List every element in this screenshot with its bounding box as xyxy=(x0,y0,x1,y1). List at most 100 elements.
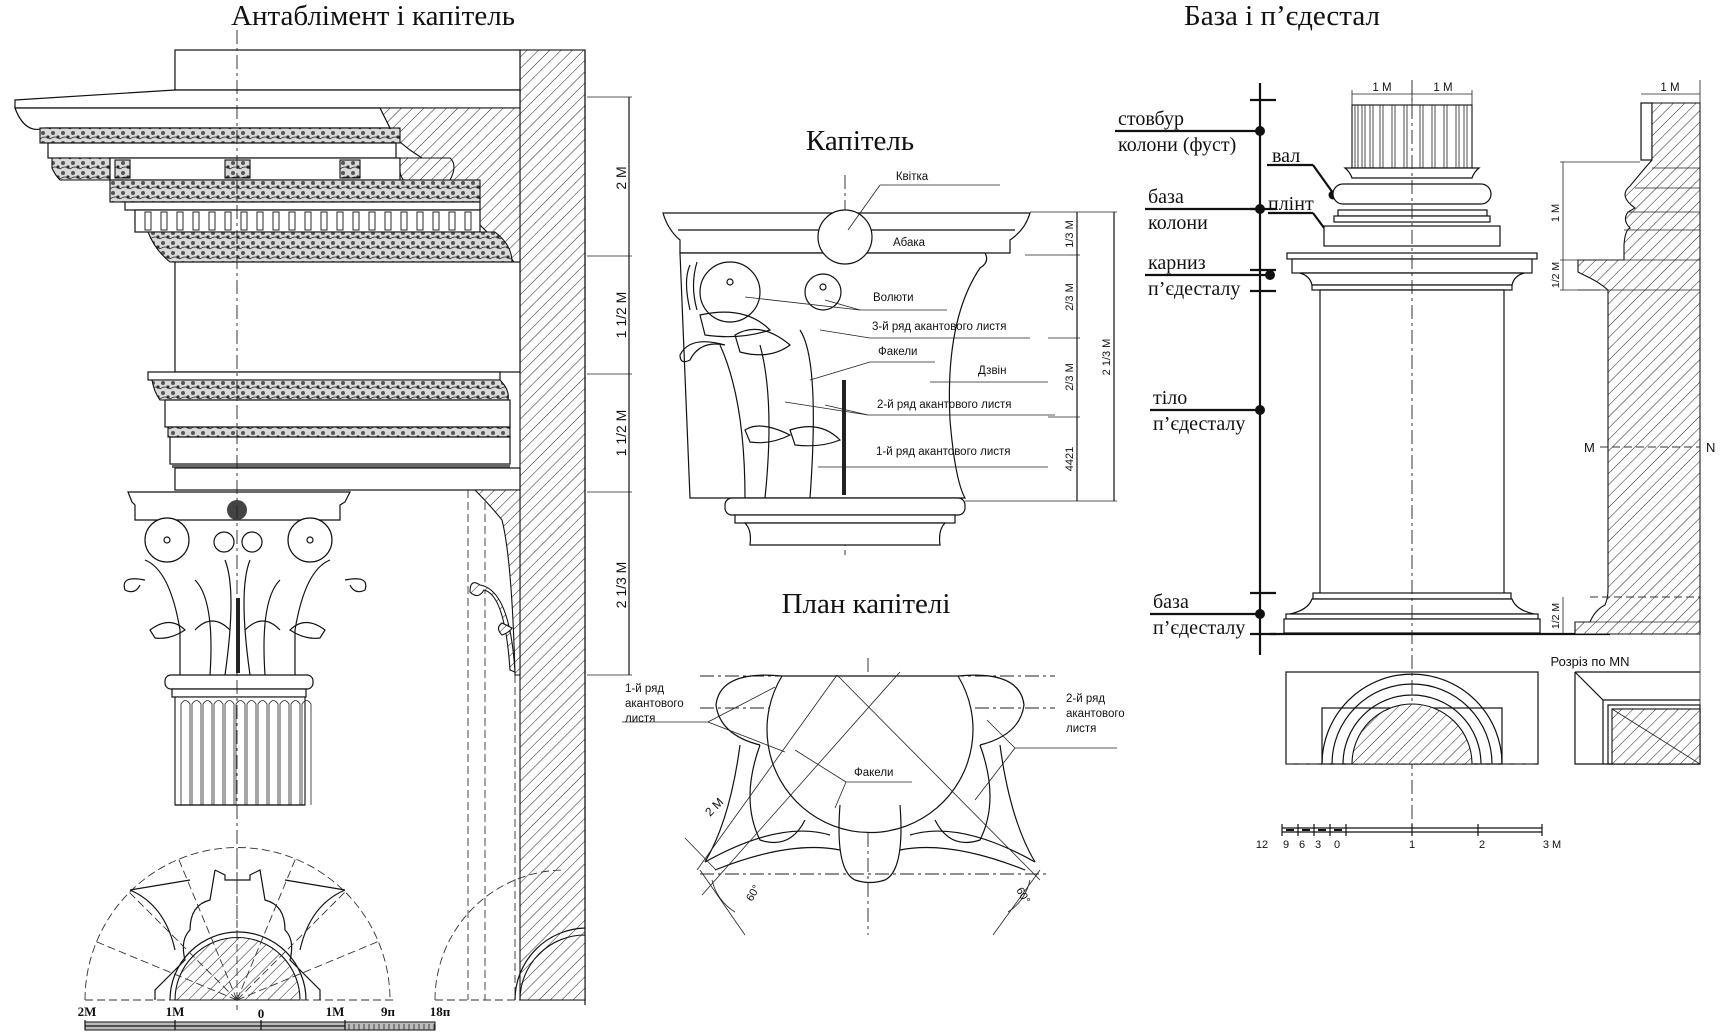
dentil xyxy=(464,211,472,231)
scale-label: 1M xyxy=(326,1004,345,1019)
flute xyxy=(202,700,213,805)
dentil xyxy=(432,211,440,231)
dentil xyxy=(240,211,248,231)
part-label: тіло xyxy=(1153,387,1187,409)
scale-label: 9 xyxy=(1283,839,1289,851)
label-acanthus-row-1: 1-й ряд акантового листя xyxy=(876,446,1011,458)
scale-label: 12 xyxy=(1256,839,1268,851)
flute xyxy=(279,700,290,805)
scale-label: 18п xyxy=(430,1004,451,1019)
label-plan-row-2: 2-й ряд акантового листя xyxy=(1066,693,1128,735)
flute xyxy=(191,700,202,805)
scale-label: 6 xyxy=(1299,839,1305,851)
plan-ray xyxy=(236,941,378,1001)
flute xyxy=(301,700,312,805)
flute xyxy=(290,700,301,805)
flute xyxy=(235,700,246,805)
cut-mark-m: M xyxy=(1584,440,1595,455)
dim-capital-total: 2 1/3 M xyxy=(1101,339,1113,376)
dentil xyxy=(272,211,280,231)
dim-top-right: 1 M xyxy=(1433,82,1452,94)
shaft-outline xyxy=(174,696,306,806)
scale-label: 9п xyxy=(381,1004,396,1019)
scale-fill xyxy=(1318,829,1326,831)
scale-label: 3 xyxy=(1315,839,1321,851)
dim-frieze: 1 1/2 M xyxy=(613,292,629,339)
scale-label: 0 xyxy=(1334,839,1340,851)
pedestal-section: 1 M 1 M 1/2 M 1/2 M M N xyxy=(1550,80,1715,720)
dentil xyxy=(176,211,184,231)
flute xyxy=(180,700,191,805)
scale-label: 1M xyxy=(166,1004,185,1019)
column-plan-left xyxy=(84,847,395,1001)
dentil xyxy=(192,211,200,231)
flower-rosette xyxy=(817,209,873,265)
capital-detail: Квітка Абака Волюти 3-й ряд акантового л… xyxy=(662,171,1117,555)
flute xyxy=(246,700,257,805)
corinthian-capital-elevation xyxy=(123,491,367,698)
plan-ray xyxy=(129,892,238,1001)
plan-ray xyxy=(96,941,238,1001)
title-entablature-capital: Антаблімент і капітель xyxy=(231,0,515,32)
dentil xyxy=(144,211,152,231)
label-plan-row-1: 1-й ряд акантового листя xyxy=(625,683,687,725)
part-label: п’єдесталу xyxy=(1153,413,1245,435)
dim-row-2-zone: 2/3 M xyxy=(1064,363,1076,391)
leader-dot xyxy=(1265,270,1275,280)
part-label: п’єдесталу xyxy=(1153,617,1245,639)
frieze xyxy=(174,261,521,373)
title-base-pedestal: База і п’єдестал xyxy=(1184,0,1380,32)
column-plan-right xyxy=(434,869,586,1001)
part-label: колони (фуст) xyxy=(1118,134,1236,156)
dentil xyxy=(256,211,264,231)
base-plan xyxy=(1285,671,1539,765)
dentil xyxy=(400,211,408,231)
dentil xyxy=(224,211,232,231)
label-torches: Факели xyxy=(878,346,917,358)
label-plan-torches: Факели xyxy=(854,767,893,779)
dentil xyxy=(416,211,424,231)
dim-row-1-zone: 4421 xyxy=(1064,447,1076,471)
label-acanthus-row-3: 3-й ряд акантового листя xyxy=(872,321,1007,333)
scale-label: 2 xyxy=(1479,839,1485,851)
title-capital: Капітель xyxy=(806,125,914,157)
dentil xyxy=(368,211,376,231)
dim-volute-zone: 2/3 M xyxy=(1064,283,1076,311)
part-label: карниз xyxy=(1148,252,1206,274)
part-label: п’єдесталу xyxy=(1148,278,1240,300)
dentil xyxy=(288,211,296,231)
dim-top-left: 1 M xyxy=(1372,82,1391,94)
scale-label: 0 xyxy=(258,1006,265,1021)
dim-section-pedestal-base: 1/2 M xyxy=(1550,603,1562,629)
title-capital-plan: План капітелі xyxy=(782,588,951,620)
label-flower: Квітка xyxy=(896,171,929,183)
dentil xyxy=(352,211,360,231)
part-label: база xyxy=(1153,591,1189,613)
dentil xyxy=(304,211,312,231)
dentil xyxy=(336,211,344,231)
scale-label: 3 M xyxy=(1543,839,1561,851)
callout-plinth: плінт xyxy=(1268,193,1314,215)
capital-plan: 1-й ряд акантового листя 2-й ряд акантов… xyxy=(622,658,1128,936)
part-label: стовбур xyxy=(1118,108,1184,130)
scale-fill xyxy=(1334,829,1342,831)
leader-dot xyxy=(1255,126,1265,136)
attic-block xyxy=(174,49,521,91)
dentil xyxy=(320,211,328,231)
dim-section-base: 1 M xyxy=(1550,204,1562,222)
flute xyxy=(224,700,235,805)
dim-abacus: 1/3 M xyxy=(1064,220,1076,248)
cornice-ornament-band xyxy=(39,127,401,144)
dim-capital: 2 1/3 M xyxy=(613,562,629,609)
scale-label: 1 xyxy=(1409,839,1415,851)
dim-cornice: 2 M xyxy=(613,166,629,189)
section-caption: Розріз по MN xyxy=(1551,654,1630,669)
section-mn-plan: Розріз по MN xyxy=(1551,654,1701,765)
entablature-elevation: 2M 1M 0 1M 9п 18п 2 M 1 1/2 M 1 1/2 M 2 … xyxy=(14,30,632,1031)
label-acanthus-row-2: 2-й ряд акантового листя xyxy=(877,399,1012,411)
angle-left: 60° xyxy=(744,883,763,903)
scale-fill xyxy=(1302,829,1310,831)
